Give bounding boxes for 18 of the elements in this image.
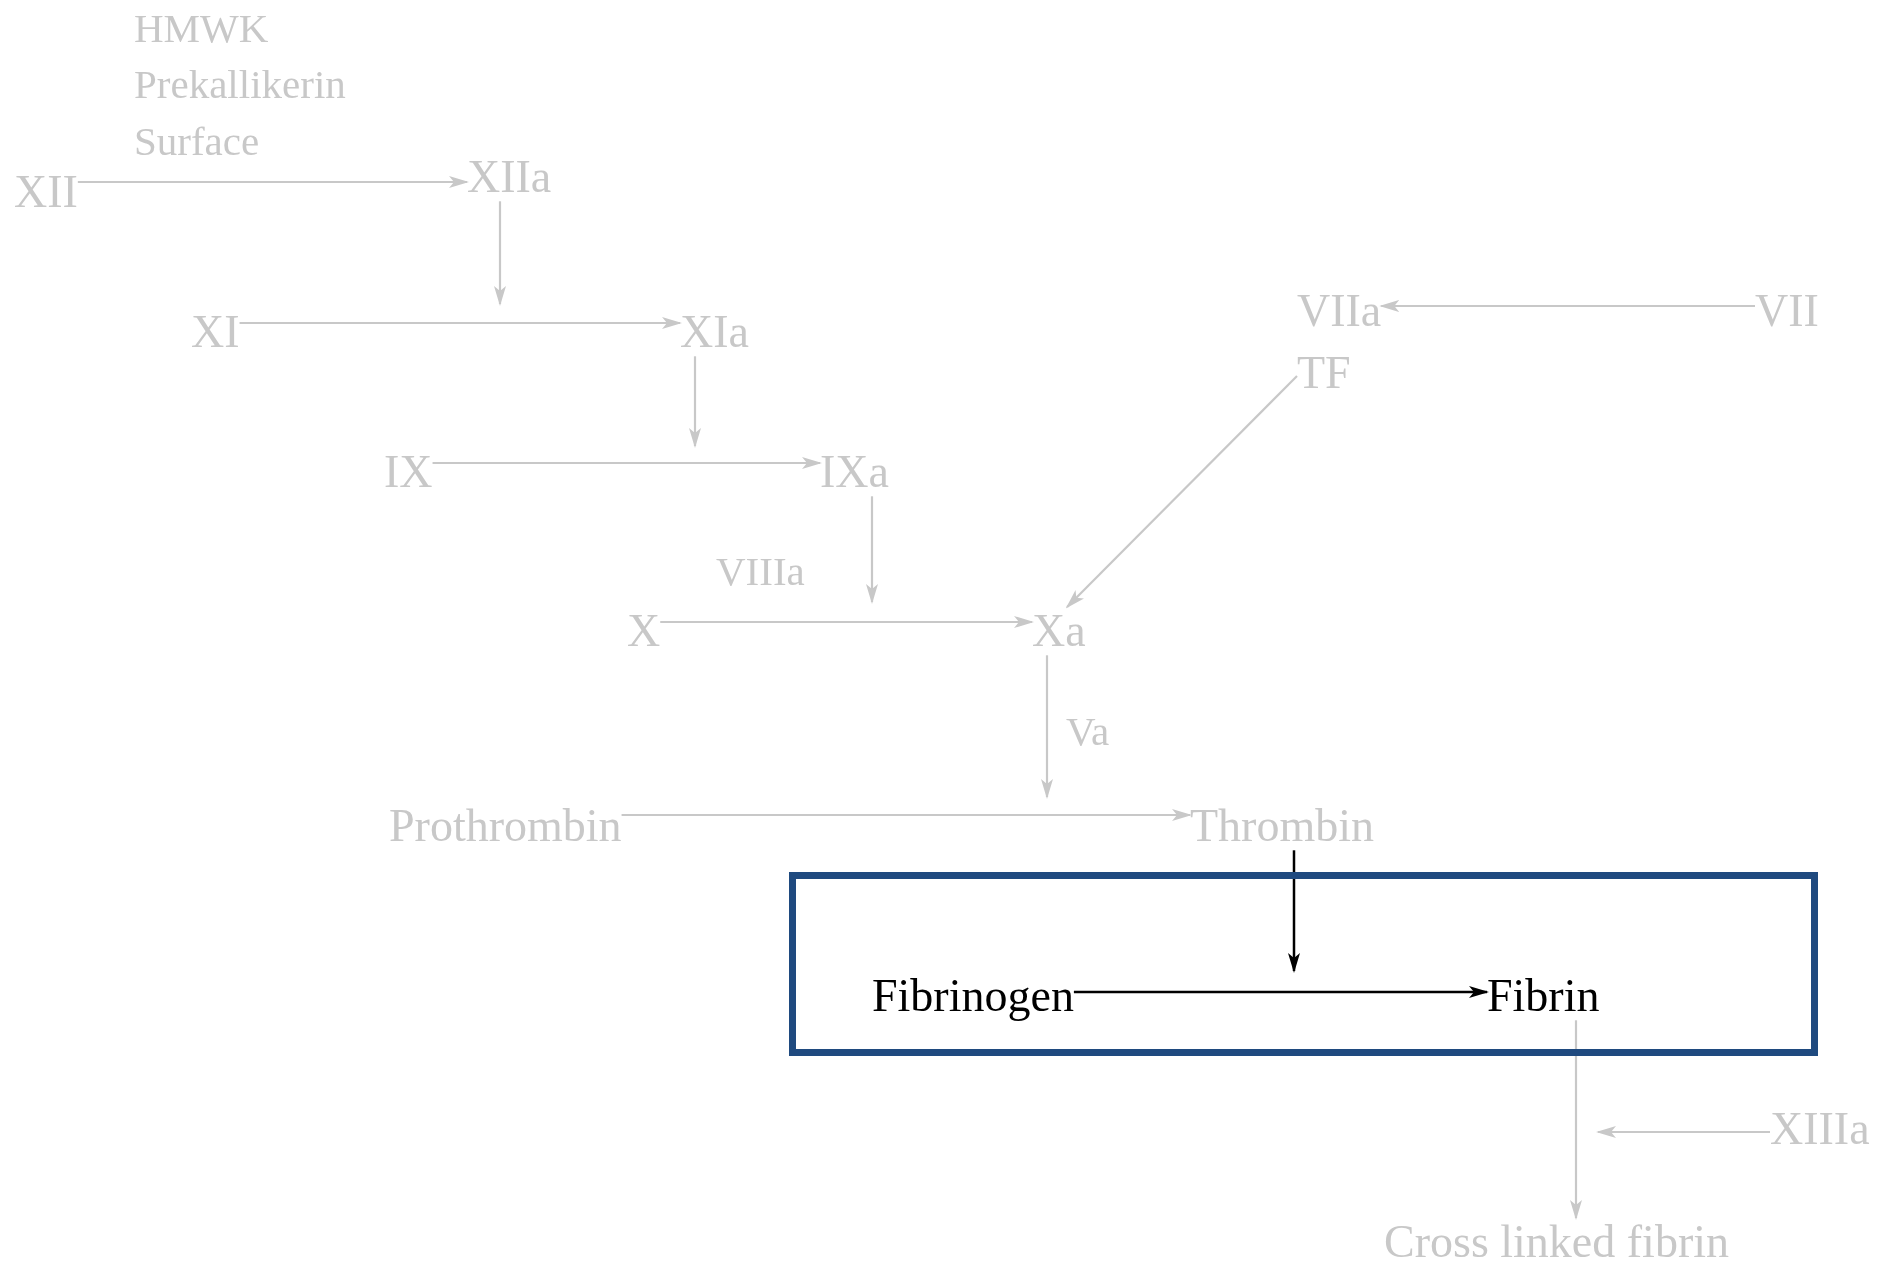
- arrow: [77, 176, 469, 188]
- arrow: [1570, 1020, 1582, 1220]
- arrow: [1041, 655, 1053, 799]
- arrow: [866, 496, 878, 604]
- arrow: [1379, 300, 1755, 312]
- arrow: [1065, 375, 1298, 609]
- arrow: [239, 317, 682, 329]
- arrow: [660, 616, 1034, 628]
- arrow: [432, 457, 822, 469]
- factor-name: Fibrin: [1487, 972, 1600, 1021]
- factor-name: Fibrinogen: [872, 972, 1074, 1021]
- arrow: [494, 201, 506, 306]
- highlight-box: [789, 872, 1818, 1056]
- arrow: [1073, 986, 1489, 998]
- arrow: [1288, 850, 1300, 973]
- arrow: [1596, 1126, 1770, 1138]
- arrow: [621, 809, 1192, 821]
- arrow: [689, 356, 701, 448]
